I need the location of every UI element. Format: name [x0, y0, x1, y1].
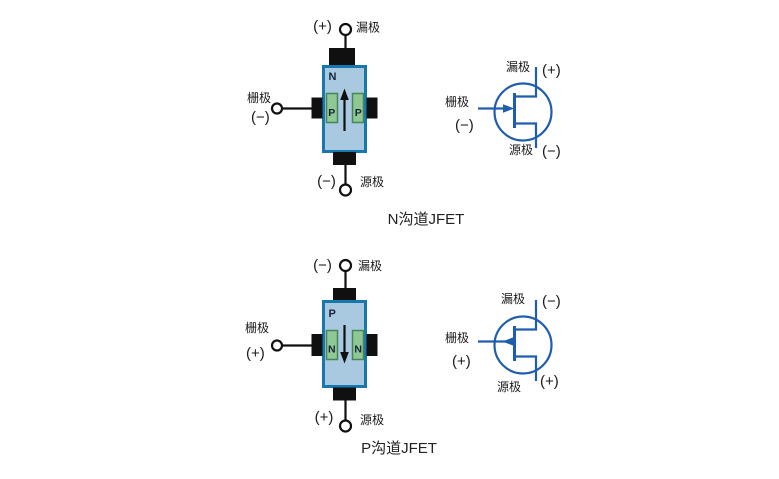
p-structure-gate-polarity: (+): [246, 345, 265, 362]
p-symbol-gate-arrow-left-icon: [502, 337, 514, 346]
n-symbol-source-polarity: (−): [542, 143, 561, 160]
p-structure-drain-terminal: [338, 258, 353, 273]
n-structure-drain-label: 漏极: [356, 21, 380, 35]
p-jfet-symbol: 漏极 (−) 栅极 (+) 源极 (+): [445, 292, 561, 394]
n-jfet-structure: (+) 漏极 N P P 栅极 (−) (−) 源极: [247, 18, 384, 197]
p-structure-channel-label: P: [329, 308, 336, 320]
p-structure-source-polarity: (+): [315, 409, 334, 426]
n-channel-current-arrow-head-icon: [340, 88, 349, 100]
n-symbol-drain-lead: [514, 67, 538, 98]
n-structure-drain-terminal: [338, 22, 353, 37]
n-structure-drain-polarity: (+): [313, 18, 332, 35]
n-structure-top-contact: [329, 48, 355, 65]
p-symbol-drain-polarity: (−): [542, 293, 561, 310]
n-jfet-symbol: 漏极 (+) 栅极 (−) 源极 (−): [445, 60, 561, 160]
p-structure-drain-polarity: (−): [313, 257, 332, 274]
p-structure-right-contact: [366, 334, 378, 356]
p-structure-gate-region-right: [351, 329, 365, 361]
p-structure-gate-region-left: [325, 329, 339, 361]
n-structure-left-contact: [311, 97, 323, 119]
n-symbol-circle: [493, 82, 553, 142]
n-symbol-source-label: 源极: [509, 143, 533, 157]
n-structure-gate-region-left: [325, 92, 339, 124]
p-symbol-drain-label: 漏极: [501, 292, 525, 306]
p-symbol-drain-lead: [514, 300, 538, 331]
p-symbol-source-label: 源极: [497, 380, 521, 394]
p-structure-gate-label: 栅极: [245, 320, 269, 335]
p-symbol-gate-polarity: (+): [452, 353, 471, 370]
p-symbol-source-polarity: (+): [540, 373, 559, 390]
n-structure-region-label-right: P: [355, 107, 362, 119]
n-symbol-gate-arrow-right-icon: [503, 104, 514, 113]
n-structure-gate-region-right: [351, 92, 365, 124]
p-structure-left-contact: [311, 334, 323, 356]
p-symbol-circle: [493, 315, 553, 375]
n-structure-channel-label: N: [329, 71, 337, 83]
n-symbol-source-lead: [514, 122, 538, 148]
p-jfet-structure: (−) 漏极 P N N 栅极 (+) (+) 源极: [245, 257, 384, 433]
n-symbol-gate-polarity: (−): [455, 117, 474, 134]
n-structure-gate-terminal: [270, 102, 284, 115]
p-symbol-source-lead: [514, 355, 538, 381]
n-structure-gate-label: 栅极: [247, 90, 271, 105]
p-symbol-gate-label: 栅极: [445, 330, 469, 345]
p-structure-source-label: 源极: [360, 413, 384, 427]
n-symbol-drain-label: 漏极: [506, 60, 530, 74]
n-structure-bottom-contact: [333, 152, 356, 165]
n-structure-region-label-left: P: [328, 107, 335, 119]
n-symbol-gate-label: 栅极: [445, 94, 469, 109]
p-structure-bottom-contact: [333, 387, 356, 401]
n-structure-source-polarity: (−): [317, 173, 336, 190]
p-structure-region-label-left: N: [328, 344, 336, 356]
n-structure-gate-polarity: (−): [251, 109, 270, 126]
p-structure-source-terminal: [338, 419, 353, 433]
p-structure-gate-terminal: [270, 339, 284, 352]
n-structure-right-contact: [366, 97, 378, 119]
p-structure-region-label-right: N: [354, 344, 362, 356]
n-jfet-caption: N沟道JFET: [388, 211, 465, 228]
p-structure-top-contact: [333, 288, 356, 302]
p-jfet-caption: P沟道JFET: [361, 440, 437, 457]
n-symbol-drain-polarity: (+): [542, 62, 561, 79]
p-channel-current-arrow-head-icon: [340, 352, 349, 364]
p-structure-drain-label: 漏极: [358, 259, 382, 273]
n-structure-source-label: 源极: [360, 175, 384, 189]
n-structure-source-terminal: [338, 183, 353, 197]
